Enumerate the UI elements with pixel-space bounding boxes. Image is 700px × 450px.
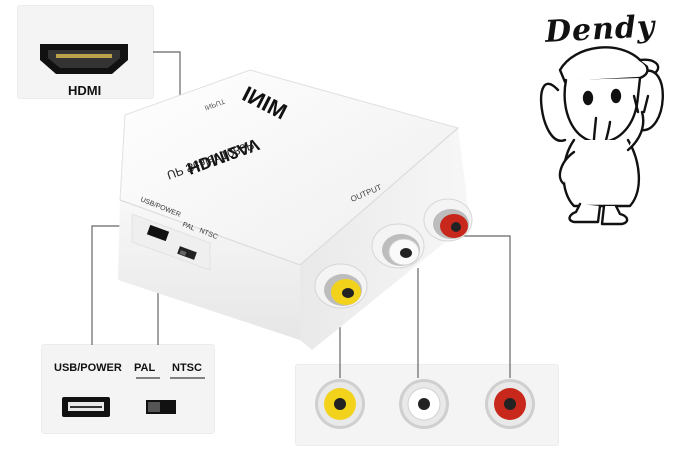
device-pal-text: PAL	[181, 221, 196, 232]
callout-usb-port-icon	[62, 397, 110, 417]
callout-rca-red-icon	[485, 379, 535, 429]
converter-box	[118, 69, 470, 350]
device-rca-jacks	[314, 198, 473, 309]
ntsc-label: NTSC	[172, 362, 202, 374]
usb-power-label: USB/POWER	[54, 362, 122, 374]
callout-rca-white-icon	[399, 379, 449, 429]
dendy-elephant-mascot	[540, 46, 664, 226]
device-jack-white	[371, 223, 425, 269]
pal-label: PAL	[134, 362, 156, 374]
ports-callout-panel	[42, 345, 214, 433]
hdmi-port-icon	[40, 44, 128, 74]
device-jack-red	[423, 198, 473, 242]
device-jack-yellow	[314, 263, 368, 309]
dendy-logo-text: Dendy	[544, 9, 657, 50]
hdmi-label: HDMI	[68, 83, 102, 98]
callout-slide-switch-icon	[146, 400, 176, 414]
callout-rca-yellow-icon	[315, 379, 365, 429]
